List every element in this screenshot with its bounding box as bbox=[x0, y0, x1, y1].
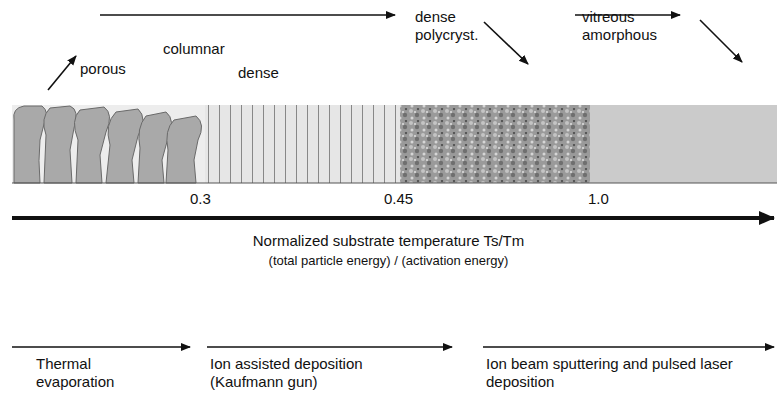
axis-tick: 0.45 bbox=[384, 190, 413, 208]
zone-label: porous bbox=[80, 60, 126, 78]
zone-label: vitreous amorphous bbox=[582, 8, 692, 44]
axis-tick: 1.0 bbox=[588, 190, 609, 208]
axis-tick: 0.3 bbox=[190, 190, 211, 208]
method-label: Thermal evaporation bbox=[36, 355, 146, 391]
axis-subtitle: (total particle energy) / (activation en… bbox=[0, 252, 777, 270]
method-label: Ion assisted deposition (Kaufmann gun) bbox=[210, 355, 420, 391]
method-label: Ion beam sputtering and pulsed laser dep… bbox=[486, 355, 736, 391]
zone-label: columnar bbox=[163, 40, 225, 58]
zone-label: dense bbox=[238, 64, 279, 82]
zone-label: dense polycryst. bbox=[415, 8, 485, 44]
axis-title: Normalized substrate temperature Ts/Tm bbox=[0, 232, 777, 250]
